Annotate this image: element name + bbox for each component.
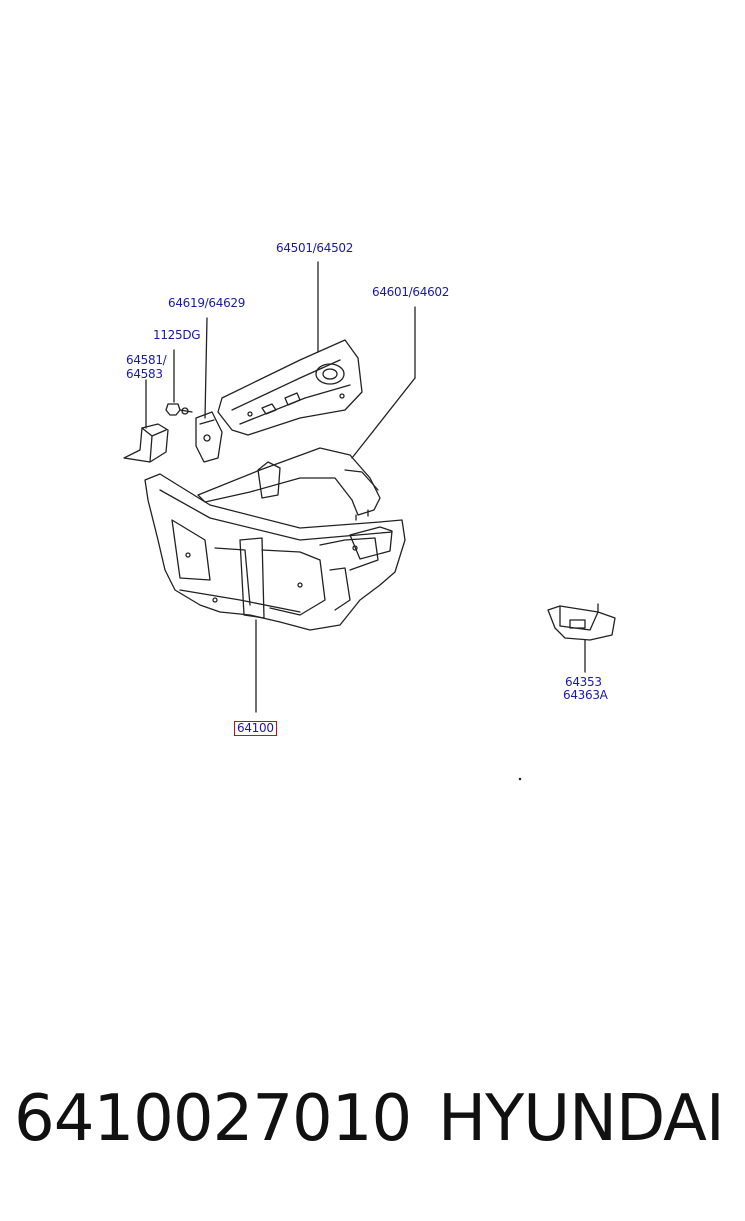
callout-1125DG[interactable]: 1125DG bbox=[153, 328, 201, 342]
leader-64619 bbox=[204, 317, 208, 419]
callout-64353[interactable]: 64353 bbox=[565, 675, 602, 689]
stay-part bbox=[547, 603, 616, 641]
callout-64581[interactable]: 64581/ bbox=[126, 353, 167, 367]
footer bbox=[0, 1030, 745, 1221]
bracket-mid-part bbox=[195, 411, 223, 463]
callout-64601[interactable]: 64601/64602 bbox=[372, 285, 450, 299]
part-number: 6410027010 bbox=[14, 1082, 412, 1156]
apron-upper-part bbox=[217, 339, 363, 436]
brand-name: HYUNDAI bbox=[438, 1082, 725, 1156]
callout-64501[interactable]: 64501/64502 bbox=[276, 241, 354, 255]
callout-64583[interactable]: 64583 bbox=[126, 367, 163, 381]
leader-64601-b bbox=[351, 377, 416, 459]
parts-diagram bbox=[123, 261, 616, 781]
bracket-left-part bbox=[123, 423, 169, 463]
apron-member-part bbox=[197, 447, 381, 521]
callout-64100[interactable]: 64100 bbox=[234, 721, 277, 736]
callout-64363A[interactable]: 64363A bbox=[563, 688, 608, 702]
callout-64619[interactable]: 64619/64629 bbox=[168, 296, 246, 310]
carrier-assembly-part bbox=[144, 473, 406, 631]
bolt-part bbox=[165, 403, 193, 416]
